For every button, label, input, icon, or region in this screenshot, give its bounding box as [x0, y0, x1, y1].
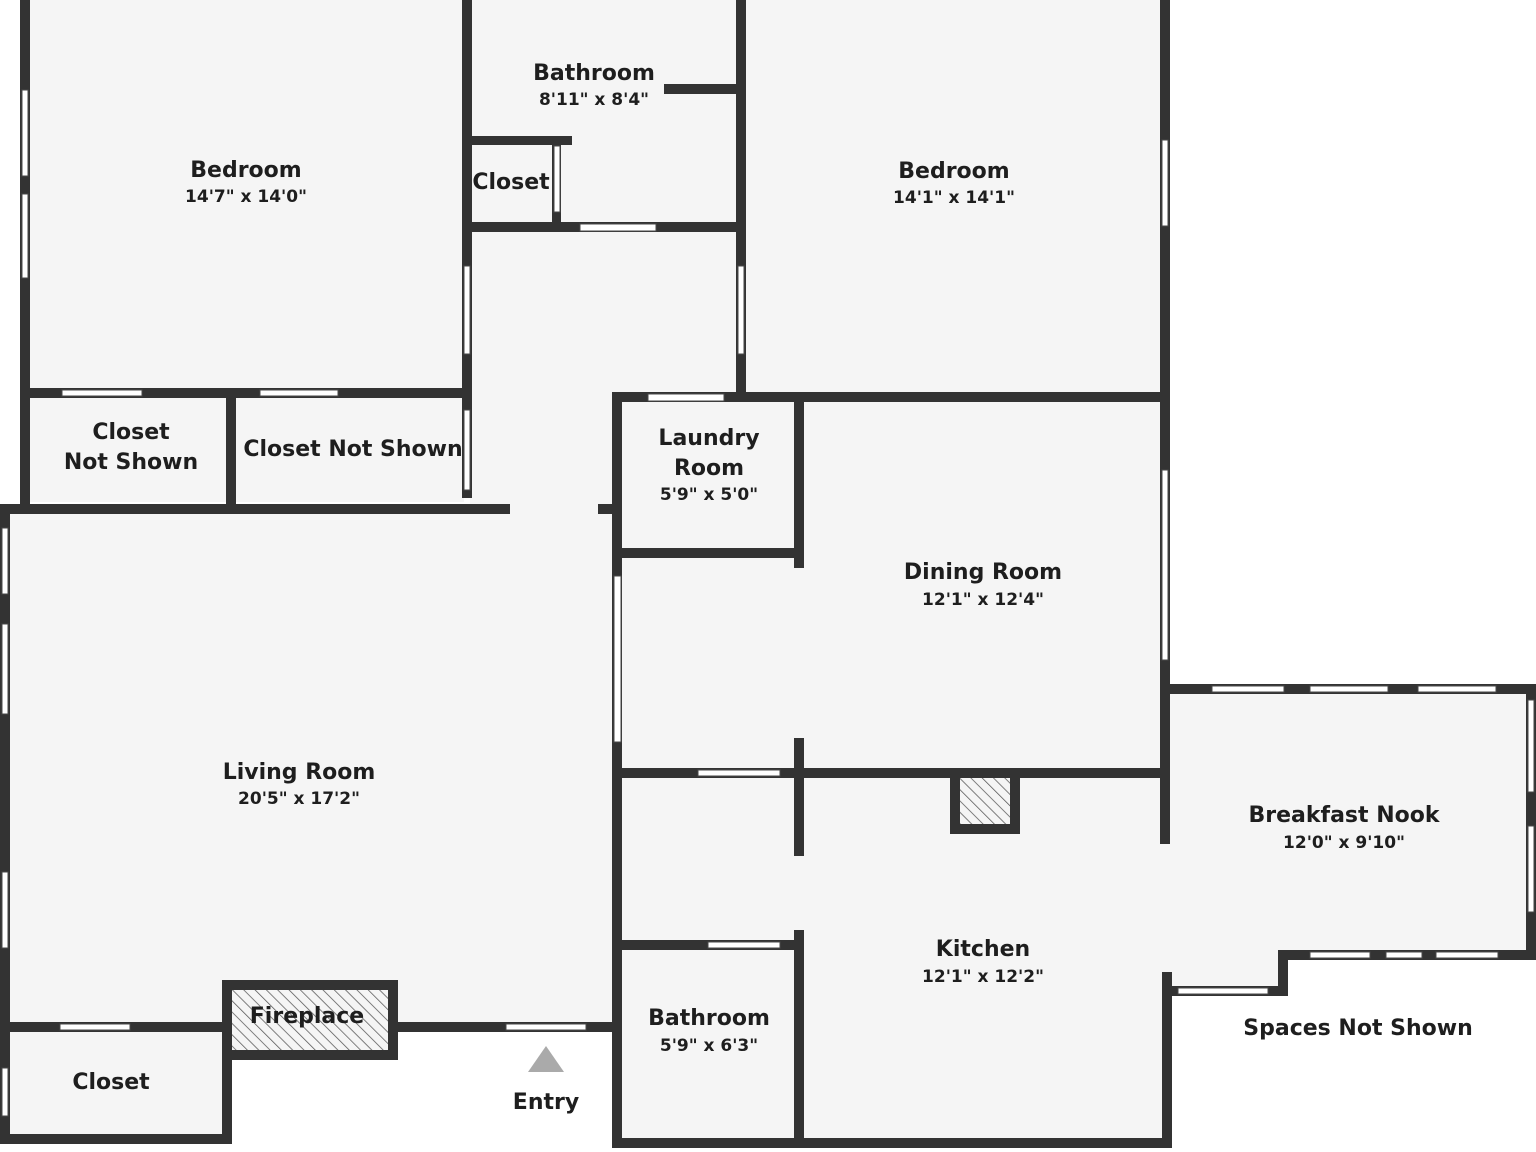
room-dims-dining: 12'1" x 12'4" [922, 590, 1044, 610]
room-name-laundry-line2: Room [674, 456, 744, 481]
room-name-breakfast: Breakfast Nook [1249, 803, 1441, 828]
floor-breakfast [1166, 692, 1528, 954]
room-dims-kitchen: 12'1" x 12'2" [922, 967, 1044, 987]
room-dims-laundry: 5'9" x 5'0" [660, 485, 758, 505]
floor-breakfast-lower [1166, 950, 1284, 990]
room-dims-bedroom-1: 14'7" x 14'0" [185, 187, 307, 207]
room-name-closet-ns-2: Closet Not Shown [243, 437, 462, 462]
floor-bedroom-1 [30, 0, 464, 390]
fireplace-hearth [230, 988, 388, 1050]
room-name-dining: Dining Room [904, 560, 1062, 585]
room-name-closet-ns-1-line1: Closet [92, 420, 170, 445]
floor-closet-ns-1 [30, 398, 230, 502]
floor-dining [622, 400, 1166, 772]
room-name-bedroom-2: Bedroom [898, 159, 1009, 184]
floor-closet-ns-2 [236, 398, 464, 502]
room-name-fireplace: Fireplace [250, 1004, 364, 1029]
room-name-closet-living: Closet [72, 1070, 150, 1095]
floor-bedroom-2 [746, 0, 1164, 394]
room-dims-living: 20'5" x 17'2" [238, 789, 360, 809]
floor-closet-living [6, 1030, 224, 1134]
room-name-kitchen: Kitchen [936, 937, 1030, 962]
room-name-bathroom-2: Bathroom [648, 1006, 770, 1031]
room-name-closet-ns-1-line2: Not Shown [64, 450, 198, 475]
room-dims-bathroom-2: 5'9" x 6'3" [660, 1036, 758, 1056]
room-floors [6, 0, 1528, 1138]
room-name-laundry-line1: Laundry [658, 426, 759, 451]
triangle-up-icon [528, 1046, 564, 1072]
spaces-not-shown-label: Spaces Not Shown [1243, 1016, 1472, 1041]
room-name-bedroom-1: Bedroom [190, 158, 301, 183]
room-name-living: Living Room [223, 760, 376, 785]
floor-bathroom-1 [470, 0, 738, 224]
room-labels: Bedroom 14'7" x 14'0" Bathroom 8'11" x 8… [64, 61, 1473, 1115]
room-dims-breakfast: 12'0" x 9'10" [1283, 833, 1405, 853]
chimney-hatch [958, 778, 1012, 826]
room-name-bathroom-1: Bathroom [533, 61, 655, 86]
floor-kitchen [622, 776, 1166, 1138]
room-name-closet-hall: Closet [472, 170, 550, 195]
room-dims-bathroom-1: 8'11" x 8'4" [539, 90, 649, 110]
room-dims-bedroom-2: 14'1" x 14'1" [893, 188, 1015, 208]
floor-living [6, 514, 616, 1026]
entry-label: Entry [513, 1090, 579, 1115]
windows [1, 89, 1535, 1117]
